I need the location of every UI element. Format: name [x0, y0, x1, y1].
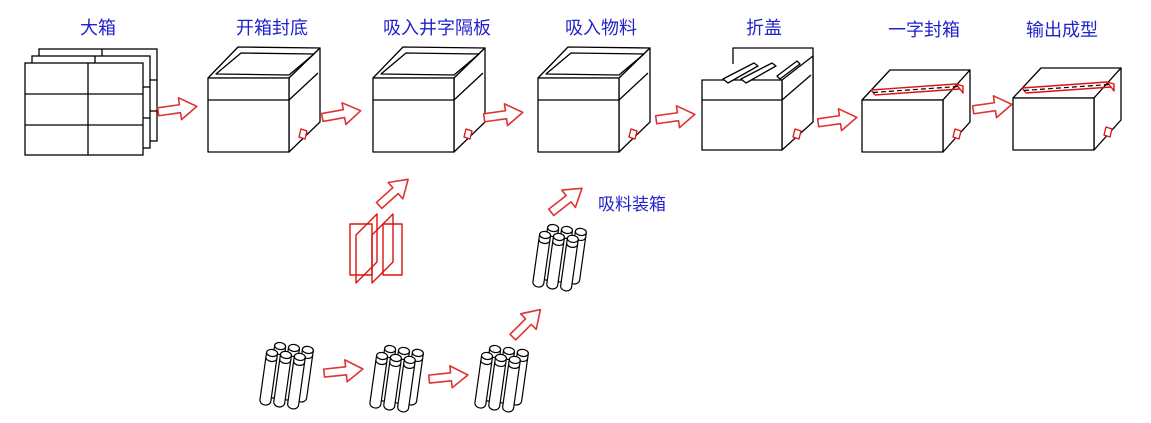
flow-arrow-icon-tubes-1: [322, 357, 365, 385]
tube-bundle-icon-2: [368, 343, 425, 415]
sealed-box-icon-stage6: [861, 69, 971, 153]
stage-label-suck-in-material: 吸入物料: [565, 18, 637, 38]
flow-arrow-icon-6: [970, 92, 1015, 122]
tube-bundle-icon-1: [258, 340, 315, 412]
sealed-box-icon-stage7: [1012, 67, 1122, 151]
tube-bundle-icon-middle: [531, 222, 588, 294]
open-box-icon-stage2: [207, 46, 321, 153]
flow-arrow-icon-2: [319, 99, 364, 130]
open-box-icon-stage4: [537, 46, 651, 153]
flow-arrow-icon-tubes-2: [427, 363, 470, 391]
stage-label-open-box-seal-bottom: 开箱封底: [236, 18, 308, 38]
grid-partition-icon: [349, 213, 403, 284]
up-arrow-icon-tubes-feed: [504, 300, 550, 346]
flat-carton-stack-icon: [24, 48, 158, 156]
flow-arrow-icon-4: [653, 102, 698, 132]
up-arrow-icon-material-loading: [543, 178, 590, 222]
stage-label-output-formed: 输出成型: [1026, 20, 1098, 40]
flow-arrow-icon-5: [815, 105, 860, 135]
stage-label-straight-seal-box: 一字封箱: [888, 20, 960, 40]
up-arrow-icon-partition: [370, 170, 417, 215]
tube-bundle-icon-3: [473, 343, 530, 415]
open-box-icon-stage3: [372, 46, 486, 153]
flow-arrow-icon-3: [481, 100, 526, 130]
stage-label-fold-lid: 折盖: [746, 18, 782, 38]
flow-arrow-icon-1: [155, 94, 200, 124]
fold-lid-box-icon: [701, 47, 814, 151]
sub-process-label-material-loading: 吸料装箱: [598, 195, 666, 214]
stage-label-insert-grid-partition: 吸入井字隔板: [383, 18, 491, 38]
stage-label-big-box: 大箱: [80, 18, 116, 38]
